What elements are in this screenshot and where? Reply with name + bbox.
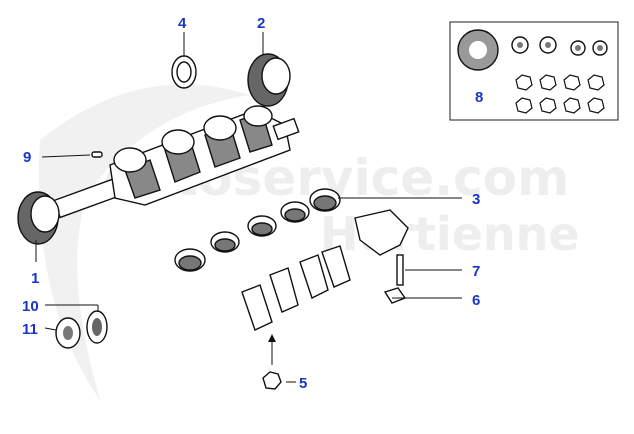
leader-lines: [35, 32, 462, 383]
crankshaft: [53, 105, 300, 219]
main-bearing-shells: [174, 188, 341, 272]
callout-2: 2: [257, 15, 265, 32]
gasket-ring: [171, 55, 197, 89]
front-oil-seal: [17, 191, 60, 245]
hex-nut: [55, 317, 81, 349]
cap-nut: [262, 371, 282, 390]
locking-washer: [383, 287, 407, 304]
watermark: Autoservice.com Hurtienne: [38, 84, 580, 400]
callout-6: 6: [472, 292, 480, 309]
stud-bolt: [396, 254, 404, 286]
dowel-pin: [91, 151, 103, 158]
callout-11: 11: [22, 321, 38, 338]
callout-9: 9: [23, 149, 31, 166]
bearing-caps: [241, 209, 409, 331]
callout-labels: 1 2 3 4 5 6 7 8 9 10 11: [22, 15, 483, 392]
callout-1: 1: [31, 270, 39, 287]
callout-10: 10: [22, 298, 39, 315]
callout-4: 4: [178, 15, 187, 32]
thrust-washer: [86, 310, 108, 344]
callout-5: 5: [299, 375, 307, 392]
callout-8: 8: [475, 89, 483, 106]
callout-7: 7: [472, 263, 480, 280]
callout-3: 3: [472, 191, 480, 208]
rear-oil-seal: [247, 53, 291, 107]
seal-kit-box: [449, 21, 619, 121]
